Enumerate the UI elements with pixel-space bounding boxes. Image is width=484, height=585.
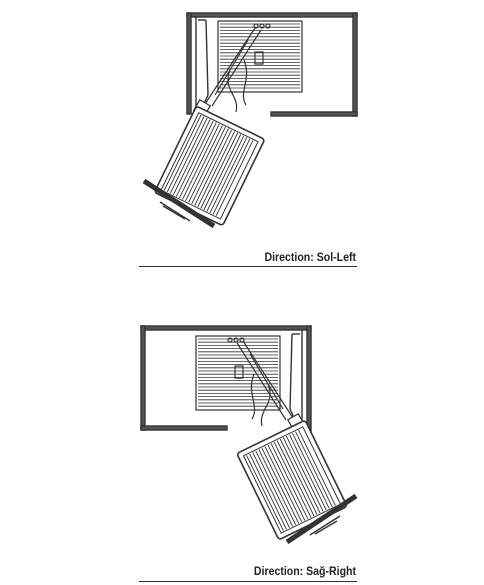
swing-mechanism bbox=[227, 337, 294, 427]
slat-line bbox=[270, 443, 309, 520]
slat-line bbox=[215, 140, 254, 217]
cabinet-outline bbox=[140, 325, 312, 433]
slat-line bbox=[194, 129, 232, 206]
slat-line bbox=[191, 128, 229, 205]
slat-line bbox=[276, 440, 315, 517]
slat-line bbox=[267, 444, 306, 521]
slat-line bbox=[285, 435, 324, 512]
slat-line bbox=[282, 437, 321, 514]
swing-mechanism bbox=[204, 23, 271, 113]
slat-line bbox=[252, 452, 290, 529]
front-basket bbox=[154, 106, 265, 226]
corner-unit-right-drawing bbox=[140, 325, 358, 545]
diagram-right: Direction: Sağ-Right bbox=[0, 300, 484, 585]
slat-line bbox=[264, 446, 303, 523]
rear-shelf bbox=[195, 335, 281, 411]
slat-line bbox=[249, 453, 287, 530]
direction-caption-right: Direction: Sağ-Right bbox=[253, 564, 356, 578]
slat-line bbox=[246, 455, 284, 532]
slat-line bbox=[295, 431, 333, 508]
slat-line bbox=[261, 447, 300, 524]
caption-rule-right bbox=[139, 581, 357, 582]
corner-unit-left-drawing bbox=[142, 12, 358, 229]
slat-line bbox=[258, 449, 297, 526]
slat-line bbox=[203, 134, 242, 211]
slat-line bbox=[206, 135, 245, 212]
slat-line bbox=[179, 122, 217, 199]
slat-line bbox=[166, 116, 205, 193]
slat-line bbox=[172, 119, 211, 196]
slat-line bbox=[292, 432, 330, 509]
slat-line bbox=[169, 117, 208, 194]
slat-line bbox=[200, 132, 239, 209]
slat-line bbox=[273, 441, 312, 518]
front-basket bbox=[237, 420, 347, 540]
slat-line bbox=[185, 125, 223, 202]
slat-line bbox=[163, 114, 202, 191]
slat-line bbox=[298, 429, 336, 506]
direction-caption-left: Direction: Sol-Left bbox=[264, 250, 356, 264]
rear-shelf bbox=[217, 20, 303, 93]
caption-rule-left bbox=[139, 266, 357, 267]
slat-line bbox=[212, 138, 251, 215]
door-panel bbox=[142, 178, 216, 229]
slat-line bbox=[255, 450, 294, 527]
slat-line bbox=[176, 120, 214, 197]
slat-line bbox=[289, 434, 327, 511]
slat-line bbox=[279, 438, 318, 515]
door-panel bbox=[285, 493, 358, 545]
slat-line bbox=[182, 123, 220, 200]
slat-line bbox=[197, 131, 236, 208]
diagram-left: Direction: Sol-Left bbox=[0, 0, 484, 280]
slat-line bbox=[209, 137, 248, 214]
slat-line bbox=[188, 126, 226, 203]
